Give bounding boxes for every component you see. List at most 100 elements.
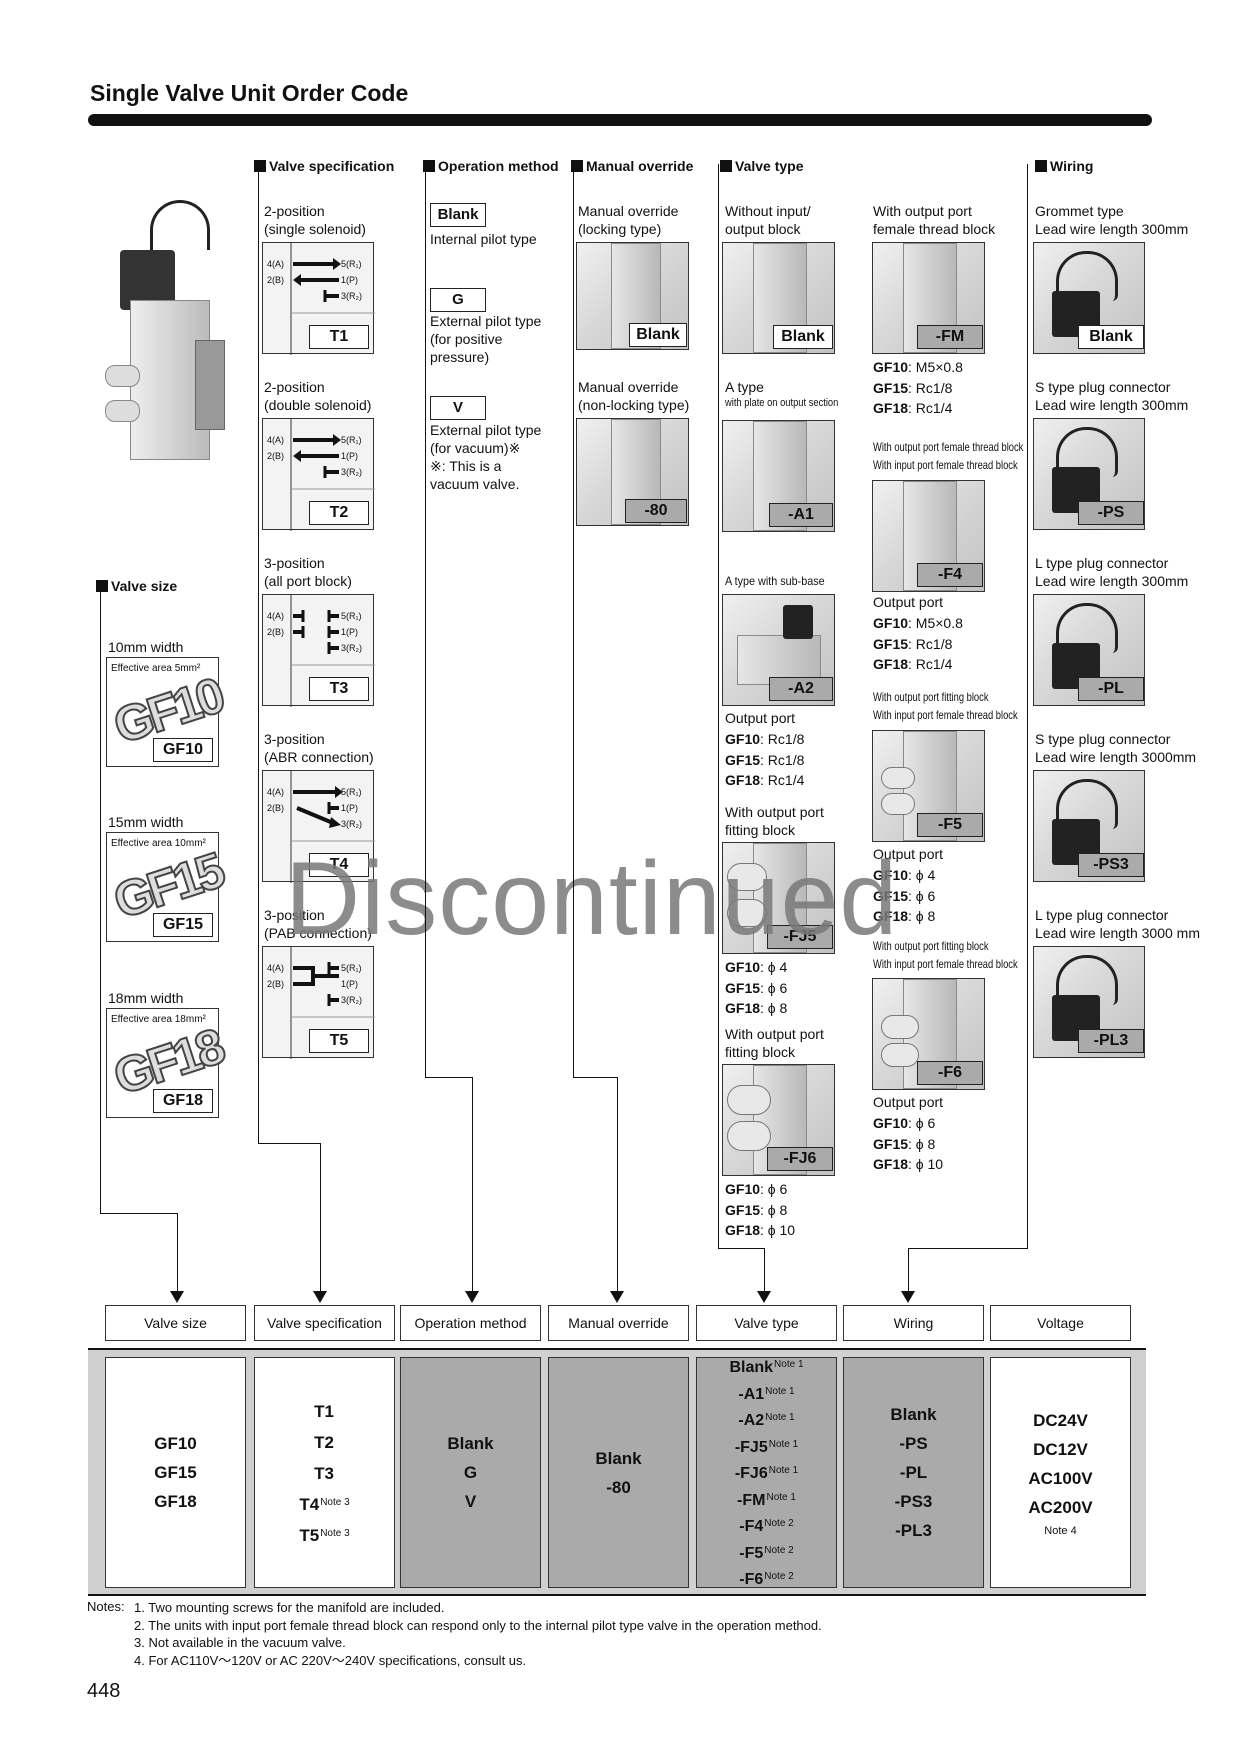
order-band-top-rule [88,1348,1146,1350]
port-model: GF10 [873,359,909,375]
vt-f6-photo: -F6 [872,978,985,1090]
port-label: 3(R₂) [341,995,362,1005]
port-label: 4(A) [267,787,285,797]
vt-code-a2[interactable]: -A2 [769,677,833,701]
port-value: : Rc1/8 [908,635,953,652]
port-value: : M5×0.8 [908,359,963,375]
code-value: T2 [314,1433,334,1452]
vt-code-f6[interactable]: -F6 [917,1061,983,1085]
code-value: T5 [299,1526,320,1545]
order-code: Blank [890,1405,937,1424]
size-code-gf18[interactable]: GF18 [153,1089,213,1113]
port-row: GF10: ϕ 6 [725,1179,795,1200]
vt-code-fj5[interactable]: -FJ5 [767,925,833,949]
port-row: GF18: ϕ 10 [725,1220,795,1241]
wiring-photo-3: -PS3 [1033,770,1145,882]
code-value: Blank [729,1359,774,1377]
wiring-photo-0: Blank [1033,242,1145,354]
order-header: Voltage [990,1305,1131,1341]
connector-line [573,1077,617,1078]
code-note: Note 1 [768,1438,799,1450]
port-row: GF18: Rc1/4 [725,770,804,791]
connector-line [718,1248,764,1249]
port-model: GF18 [725,772,761,788]
code-value: -F6 [739,1571,764,1589]
port-value: : ϕ 4 [908,867,936,883]
manual-desc: Manual override (non-locking type) [578,379,690,413]
spec-code-t4[interactable]: T4 [309,853,369,877]
manual-desc: Manual override (locking type) [578,203,679,237]
code-value: -A2 [738,1412,765,1430]
port-label: 5(R₁) [341,259,362,269]
wiring-code[interactable]: -PS3 [1078,853,1144,877]
wiring-code[interactable]: -PL3 [1078,1029,1144,1053]
port-value: : ϕ 6 [760,979,788,996]
manual-nonlocking-photo: -80 [576,418,689,526]
port-value: : Rc1/4 [760,772,805,788]
order-code: AC100V [1028,1468,1093,1488]
port-value: : M5×0.8 [908,615,963,631]
wiring-desc: L type plug connector Lead wire length 3… [1035,907,1200,941]
port-label: 1(P) [341,627,359,637]
vt-f5-photo: -F5 [872,730,985,842]
code-note: Note 3 [320,1528,350,1539]
port-row: GF18: ϕ 8 [873,906,935,927]
code-note: Note 2 [764,1544,794,1556]
spec-code-t5[interactable]: T5 [309,1029,369,1053]
order-header: Valve type [696,1305,837,1341]
vt-port-head: Output port [873,594,944,610]
vt-code-fm[interactable]: -FM [917,325,983,349]
spec-desc: 2-position (double solenoid) [264,379,372,413]
wiring-code[interactable]: Blank [1078,325,1144,349]
port-row: GF18: ϕ 8 [725,998,787,1019]
port-value: : ϕ 10 [760,1222,796,1238]
order-code: -F4Note 2 [739,1512,793,1539]
op-code-blank[interactable]: Blank [430,203,486,227]
spec-code-t2[interactable]: T2 [309,501,369,525]
order-header: Manual override [548,1305,689,1341]
vt-code-f4[interactable]: -F4 [917,563,983,587]
size-code-gf15[interactable]: GF15 [153,913,213,937]
order-cell-wiring[interactable]: Blank-PS-PL-PS3-PL3 [843,1357,984,1588]
port-label: 3(R₂) [341,291,362,301]
vt-code-a1[interactable]: -A1 [769,503,833,527]
code-value: T1 [314,1402,334,1421]
op-code-v[interactable]: V [430,396,486,420]
vt-code-f5[interactable]: -F5 [917,813,983,837]
wiring-desc: Grommet type Lead wire length 300mm [1035,203,1189,237]
order-code: -PL3 [895,1521,932,1540]
connector-line [258,1143,320,1144]
order-cell-manual[interactable]: Blank-80 [548,1357,689,1588]
manual-code-blank[interactable]: Blank [629,323,687,347]
valve-symbol-graphic [290,947,375,1059]
op-desc: Internal pilot type [430,231,537,247]
op-code-g[interactable]: G [430,288,486,312]
port-row: GF18: Rc1/4 [873,654,963,675]
vt-fm-photo: -FM [872,242,985,354]
arrow-down-icon [610,1291,624,1303]
order-cell-vtype[interactable]: BlankNote 1-A1Note 1-A2Note 1-FJ5Note 1-… [696,1357,837,1588]
order-code: GF10 [154,1434,197,1453]
code-value: -A1 [738,1385,765,1403]
spec-code-t3[interactable]: T3 [309,677,369,701]
title-rule [88,114,1152,126]
port-label: 1(P) [341,275,359,285]
spec-code-t1[interactable]: T1 [309,325,369,349]
wiring-code[interactable]: -PS [1078,501,1144,525]
vt-code-blank[interactable]: Blank [773,325,833,349]
order-header: Valve size [105,1305,246,1341]
wiring-code[interactable]: -PL [1078,677,1144,701]
vt-a2-photo: -A2 [722,594,835,706]
order-code: T3 [314,1457,335,1488]
port-value: : ϕ 8 [908,1135,936,1152]
valve-symbol-t5: 4(A)2(B)5(R₁)1(P)3(R₂)T5 [262,946,375,1059]
manual-code-80[interactable]: -80 [625,499,687,523]
port-label: 2(B) [267,275,285,285]
vt-note: With output port female thread block [873,440,1024,454]
vt-code-fj6[interactable]: -FJ6 [767,1147,833,1171]
size-code-gf10[interactable]: GF10 [153,738,213,762]
